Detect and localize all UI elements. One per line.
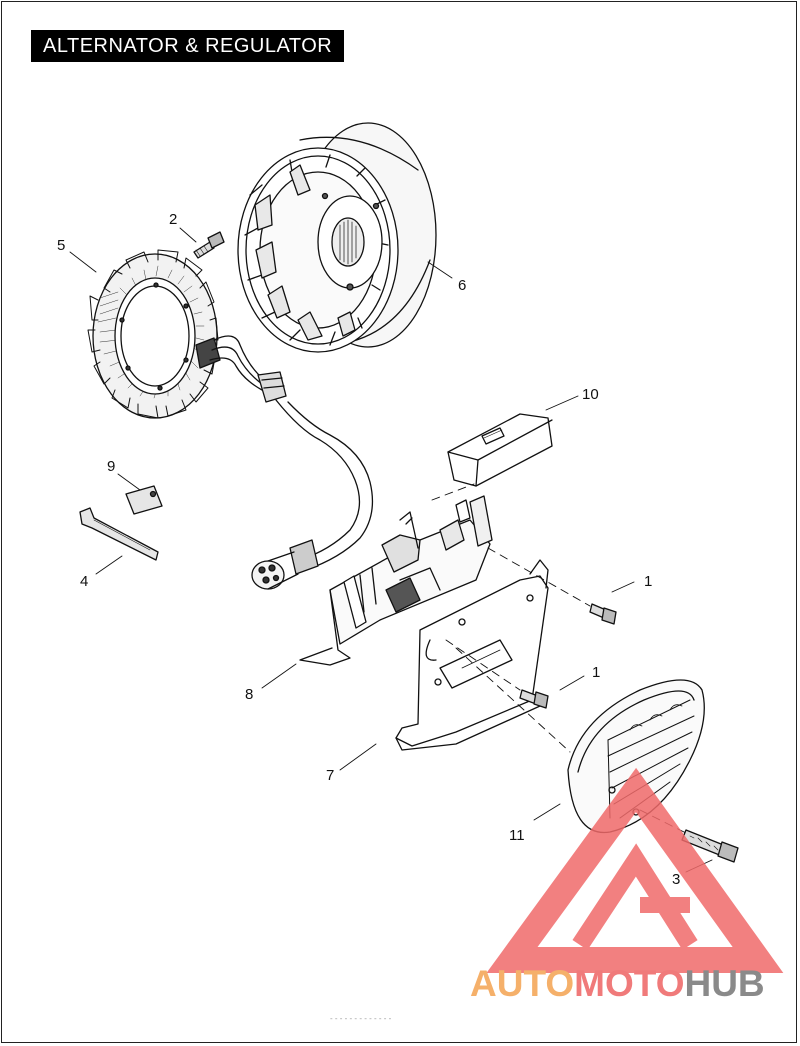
bolt-1-lower <box>519 689 549 709</box>
leader-lines <box>69 227 713 873</box>
rotor <box>237 122 437 353</box>
page-title: ALTERNATOR & REGULATOR <box>31 30 345 62</box>
watermark-moto: MOTO <box>574 963 684 1004</box>
callout-1-upper: 1 <box>644 573 652 590</box>
callout-8: 8 <box>245 686 253 703</box>
screw-2 <box>193 231 225 259</box>
watermark-auto: AUTO <box>470 963 574 1004</box>
cable-strap-4 <box>79 507 159 561</box>
assembly-lines <box>431 483 691 836</box>
watermark-hub: HUB <box>684 963 764 1004</box>
mount-bracket-8 <box>299 495 493 666</box>
watermark-logo <box>486 767 784 973</box>
callout-1-lower: 1 <box>592 664 600 681</box>
bolt-1-upper <box>589 603 617 625</box>
footer-text: - - - - - - - - - - - - - <box>330 1014 392 1023</box>
stator <box>87 249 263 419</box>
callout-5: 5 <box>57 237 65 254</box>
callout-11: 11 <box>509 827 525 844</box>
clip-9 <box>125 485 163 515</box>
callout-7: 7 <box>326 767 334 784</box>
watermark-text: AUTOMOTOHUB <box>470 963 765 1004</box>
callout-6: 6 <box>458 277 466 294</box>
stator-cable <box>251 371 374 590</box>
callout-4: 4 <box>80 573 88 590</box>
callout-3: 3 <box>672 871 680 888</box>
cover-10 <box>447 413 553 487</box>
bracket-7 <box>395 559 549 751</box>
callout-2: 2 <box>169 211 177 228</box>
callout-10: 10 <box>582 386 599 403</box>
callout-9: 9 <box>107 458 115 475</box>
